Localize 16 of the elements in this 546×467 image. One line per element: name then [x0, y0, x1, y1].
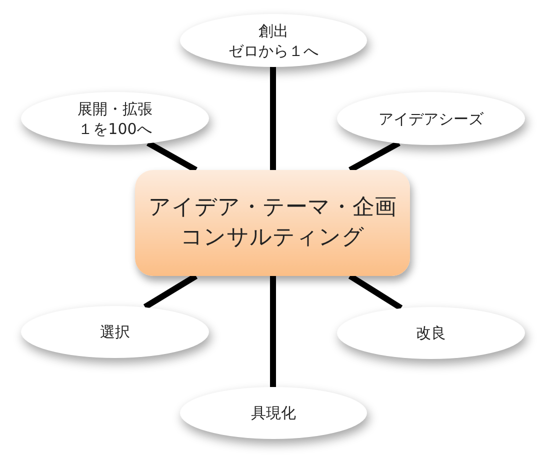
bubble-text: 創出: [258, 20, 288, 40]
connector-line: [270, 276, 276, 387]
bubble-text: 改良: [416, 323, 446, 343]
bubble-text: 選択: [100, 322, 130, 342]
connector-line: [270, 66, 276, 170]
bubble-text: 展開・拡張: [78, 98, 152, 118]
bubble-text: ゼロから１へ: [228, 40, 318, 60]
bubble-text: 具現化: [251, 403, 296, 423]
connector-line: [146, 140, 198, 173]
connector-line: [348, 140, 400, 173]
bubble-text: １を100へ: [78, 118, 152, 138]
title-text: アイデア・テーマ・企画コンサルティング: [147, 194, 398, 252]
rounded-box: [135, 170, 410, 276]
connector-line: [348, 273, 403, 311]
bubble-text: アイデアシーズ: [378, 108, 484, 128]
connector-line: [143, 273, 198, 310]
